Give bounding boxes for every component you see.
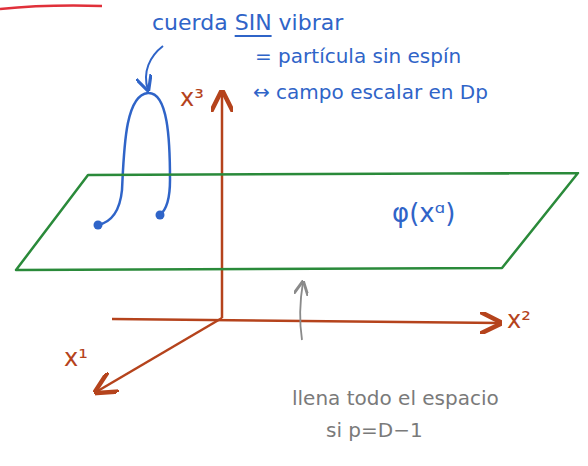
underline bbox=[235, 35, 272, 37]
axis-label: x¹ bbox=[64, 344, 88, 373]
open-string bbox=[98, 93, 170, 225]
axis-label: x³ bbox=[180, 84, 204, 113]
axis-x3 bbox=[221, 92, 224, 318]
annotation-text: = partícula sin espín bbox=[255, 44, 461, 68]
note-text: llena todo el espacio bbox=[292, 386, 499, 410]
axis-x2 bbox=[112, 319, 500, 323]
annotation-text: ↔ campo escalar en Dp bbox=[253, 80, 488, 104]
note-text: si p=D−1 bbox=[326, 418, 423, 442]
field-label: φ(xᵅ) bbox=[392, 198, 455, 229]
gray-leader bbox=[300, 282, 303, 340]
annotation-text: cuerda SIN vibrar bbox=[152, 10, 343, 36]
string-endpoint bbox=[156, 211, 165, 220]
axis-x1 bbox=[96, 318, 222, 392]
brane-plane: φ(xᵅ) bbox=[14, 172, 580, 272]
blue-leader bbox=[146, 46, 163, 90]
plane-outline-shape bbox=[16, 173, 578, 270]
string-endpoint bbox=[94, 221, 103, 230]
plane-outline bbox=[14, 172, 580, 272]
axis-label: x² bbox=[507, 306, 531, 335]
red-stroke bbox=[0, 6, 102, 9]
